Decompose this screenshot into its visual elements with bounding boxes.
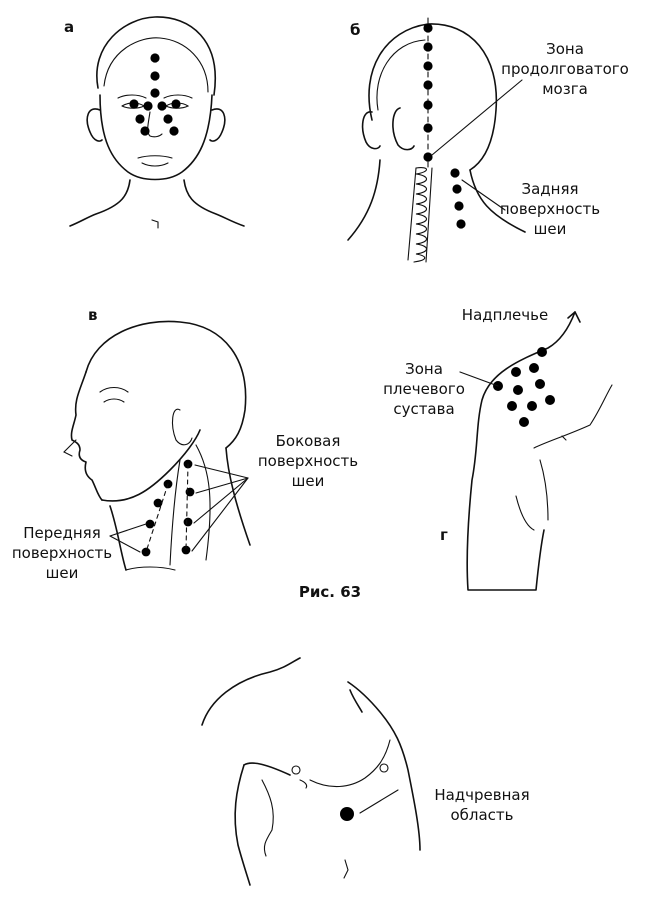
- svg-text:шеи: шеи: [292, 472, 325, 490]
- figure-g-shoulder: г Надплечье Зона плечевого сустава: [383, 306, 613, 591]
- point-g-3: [529, 363, 539, 373]
- point-b-8: [450, 168, 460, 178]
- svg-text:мозга: мозга: [542, 80, 588, 98]
- point-b-7: [423, 152, 433, 162]
- point-b-4: [423, 80, 433, 90]
- figure-torso: Надчревная область: [201, 657, 530, 886]
- figure-b-head-back: б Зона продолговатого: [347, 17, 629, 263]
- point-b-1: [423, 23, 433, 33]
- point-g-10: [519, 417, 529, 427]
- figure-v-head-side: в Бо: [12, 306, 358, 582]
- point-a-5: [143, 101, 153, 111]
- svg-text:Зона: Зона: [546, 40, 584, 58]
- point-a-7: [171, 99, 181, 109]
- panel-label-b: б: [350, 21, 360, 39]
- svg-text:поверхность: поверхность: [500, 200, 600, 218]
- point-g-5: [513, 385, 523, 395]
- svg-text:поверхность: поверхность: [12, 544, 112, 562]
- svg-text:Надчревная: Надчревная: [434, 786, 529, 804]
- point-g-6: [535, 379, 545, 389]
- point-v-3: [145, 519, 155, 529]
- label-neck-front: Передняя поверхность шеи: [12, 524, 112, 582]
- figure-caption: Рис. 63: [299, 583, 361, 601]
- panel-label-v: в: [88, 306, 98, 324]
- svg-text:Зона: Зона: [405, 360, 443, 378]
- point-g-9: [545, 395, 555, 405]
- svg-text:Передняя: Передняя: [23, 524, 100, 542]
- point-epigastric: [340, 807, 354, 821]
- point-v-4: [141, 547, 151, 557]
- point-v-7: [183, 517, 193, 527]
- svg-text:плечевого: плечевого: [383, 380, 465, 398]
- point-a-8: [135, 114, 145, 124]
- point-b-3: [423, 61, 433, 71]
- point-g-1: [537, 347, 547, 357]
- label-epigastric: Надчревная область: [434, 786, 529, 824]
- label-neck-side: Боковая поверхность шеи: [258, 432, 358, 490]
- point-a-11: [169, 126, 179, 136]
- point-b-5: [423, 100, 433, 110]
- label-shoulder-top: Надплечье: [462, 306, 548, 324]
- svg-text:Задняя: Задняя: [521, 180, 578, 198]
- point-a-2: [150, 71, 160, 81]
- point-a-3: [150, 88, 160, 98]
- point-a-1: [150, 53, 160, 63]
- svg-text:сустава: сустава: [393, 400, 454, 418]
- svg-text:область: область: [450, 806, 513, 824]
- point-a-10: [140, 126, 150, 136]
- point-v-2: [153, 498, 163, 508]
- label-neck-back: Задняя поверхность шеи: [500, 180, 600, 238]
- point-b-9: [452, 184, 462, 194]
- point-b-10: [454, 201, 464, 211]
- point-g-8: [527, 401, 537, 411]
- point-b-11: [456, 219, 466, 229]
- point-a-6: [157, 101, 167, 111]
- point-a-4: [129, 99, 139, 109]
- svg-text:шеи: шеи: [46, 564, 79, 582]
- svg-text:Боковая: Боковая: [276, 432, 341, 450]
- panel-label-a: а: [64, 18, 74, 36]
- point-b-6: [423, 123, 433, 133]
- panel-label-g: г: [440, 526, 448, 544]
- point-v-8: [181, 545, 191, 555]
- svg-text:поверхность: поверхность: [258, 452, 358, 470]
- label-medulla: Зона продолговатого мозга: [501, 40, 629, 98]
- label-shoulder-joint: Зона плечевого сустава: [383, 360, 465, 418]
- point-b-2: [423, 42, 433, 52]
- point-g-2: [511, 367, 521, 377]
- svg-text:продолговатого: продолговатого: [501, 60, 629, 78]
- point-a-9: [163, 114, 173, 124]
- point-g-7: [507, 401, 517, 411]
- figure-a-face-front: а: [64, 16, 245, 229]
- svg-text:шеи: шеи: [534, 220, 567, 238]
